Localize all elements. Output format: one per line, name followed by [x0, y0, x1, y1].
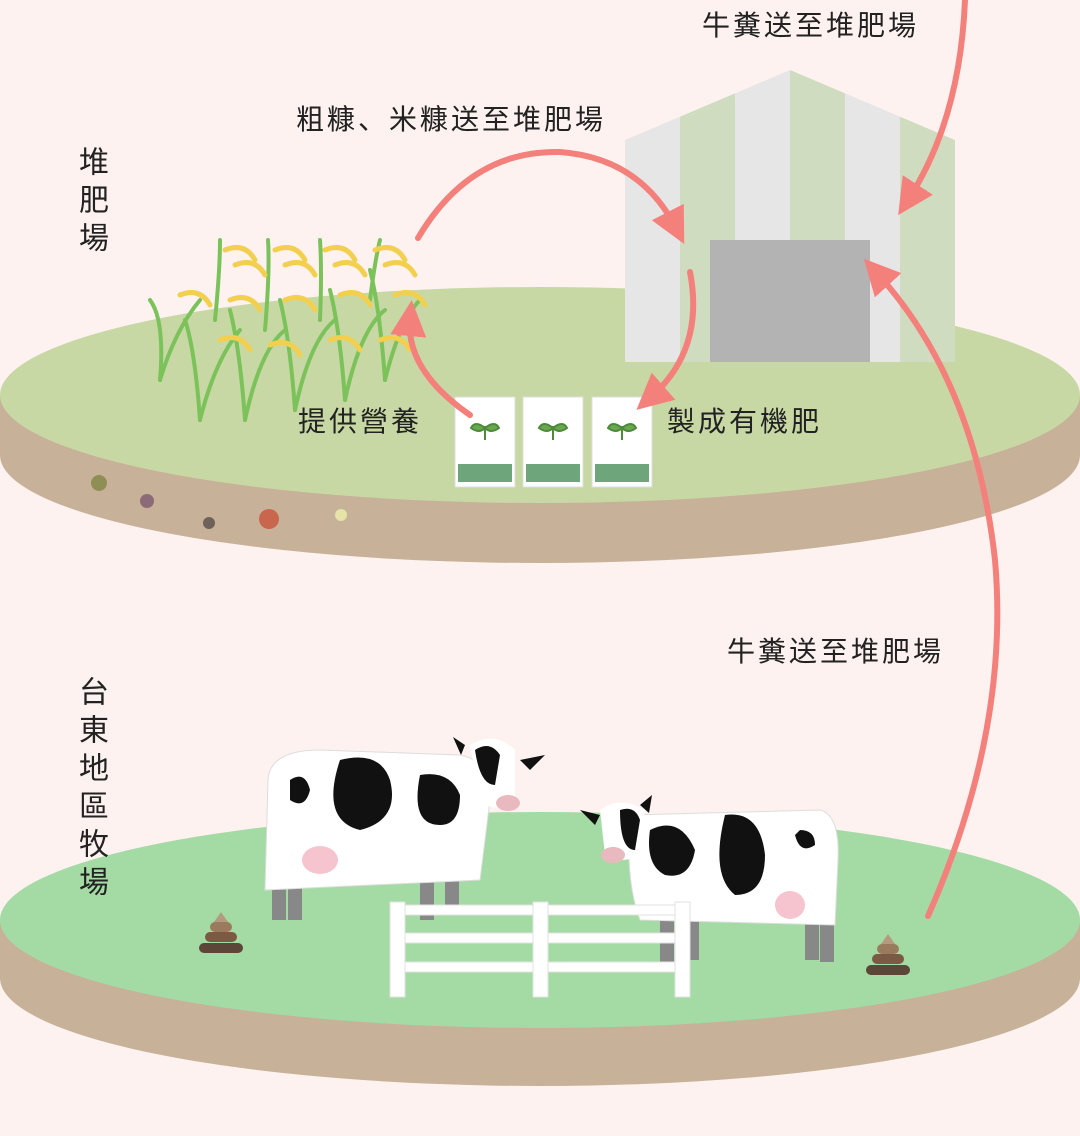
arrow-compost-to-fertilizer — [636, 269, 697, 410]
manure-pile — [199, 912, 243, 953]
section-title-compost: 堆肥場 — [73, 146, 108, 260]
soil-dot — [335, 509, 347, 521]
label-manure-mid: 牛糞送至堆肥場 — [727, 635, 945, 668]
sprout-icon — [469, 423, 501, 440]
soil-dot — [203, 517, 215, 529]
rice-plants — [148, 238, 428, 422]
arrow-manure-top — [898, 0, 968, 216]
cow — [264, 737, 545, 920]
label-nutrition: 提供營養 — [298, 405, 423, 438]
soil-dot — [91, 475, 107, 491]
soil-dot — [259, 509, 279, 529]
arrow-fertilizer-to-rice — [390, 300, 473, 418]
arrow-manure-to-compost — [863, 258, 1001, 919]
label-husk-bran: 粗糠、米糠送至堆肥場 — [296, 103, 607, 136]
compost-greenhouse — [625, 70, 955, 362]
cow — [580, 795, 839, 965]
fertilizer-bag — [454, 396, 516, 488]
label-manure-top: 牛糞送至堆肥場 — [702, 9, 920, 42]
fertilizer-bag — [522, 396, 584, 488]
soil-dot — [140, 494, 154, 508]
fence — [389, 901, 691, 998]
fertilizer-bag — [591, 396, 653, 488]
sprout-icon — [537, 423, 569, 440]
sprout-icon — [606, 423, 638, 440]
arrow-husk-to-compost — [415, 148, 685, 245]
section-title-ranch: 台東地區牧場 — [73, 676, 108, 904]
greenhouse-door — [710, 240, 870, 362]
label-fertilizer: 製成有機肥 — [667, 405, 823, 438]
manure-pile — [866, 934, 910, 975]
fertilizer-bags — [454, 396, 653, 488]
